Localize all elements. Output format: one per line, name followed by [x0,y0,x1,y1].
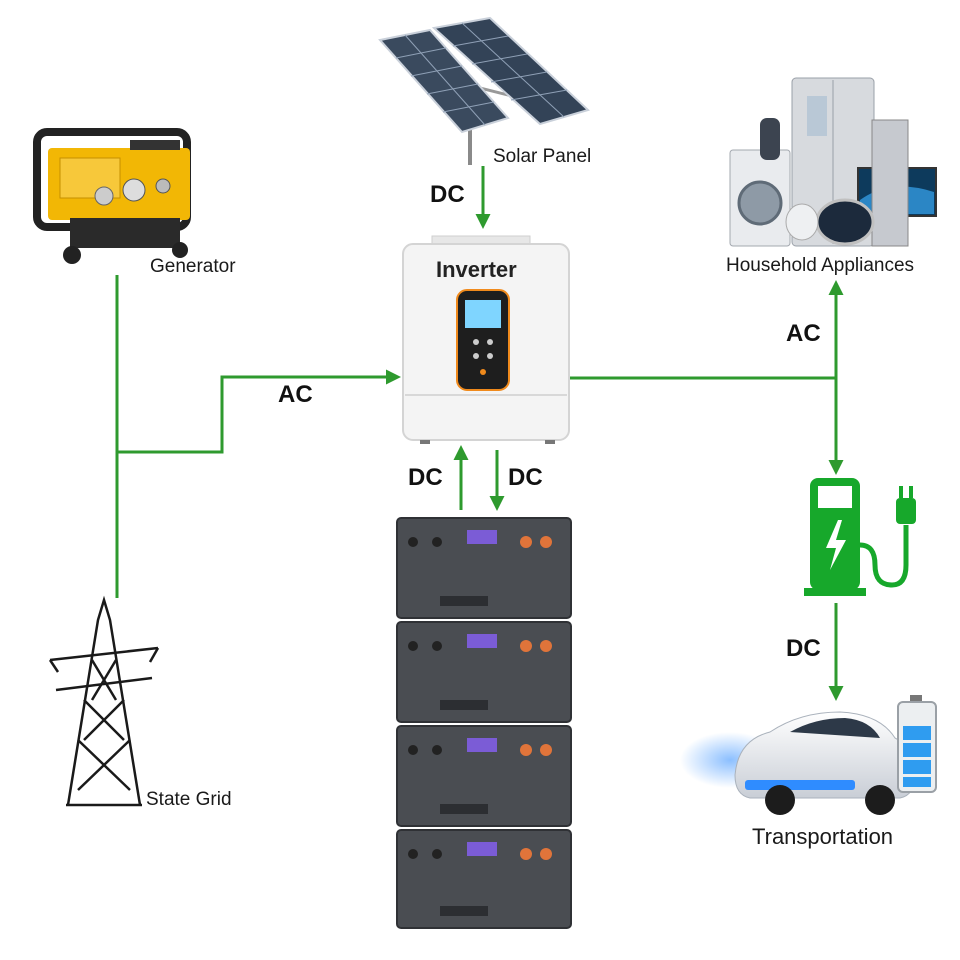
transmission-tower-icon [50,600,158,805]
household-appliances-label: Household Appliances [726,255,914,277]
battery-dc-in-label: DC [408,464,443,492]
solar-dc-label: DC [430,181,465,209]
generator-icon [37,132,190,264]
battery-dc-out-label: DC [508,464,543,492]
battery-module [397,518,571,618]
ev-charger-icon [804,478,916,596]
state-grid-label: State Grid [146,789,232,811]
battery-module [397,622,571,722]
generator-label: Generator [150,256,236,278]
solar-panel-label: Solar Panel [493,146,591,168]
battery-module [397,830,571,928]
appliances-icon [730,78,936,246]
grid-feed-line [117,377,398,452]
solar-panel-icon [380,18,588,165]
car-icon [680,712,915,815]
battery-level-icon [898,695,936,792]
battery-module [397,726,571,826]
household-ac-label: AC [786,320,821,348]
car-dc-label: DC [786,635,821,663]
transportation-label: Transportation [752,824,893,850]
grid-ac-label: AC [278,381,313,409]
battery-stack-icon [397,518,571,928]
inverter-label: Inverter [436,257,517,283]
